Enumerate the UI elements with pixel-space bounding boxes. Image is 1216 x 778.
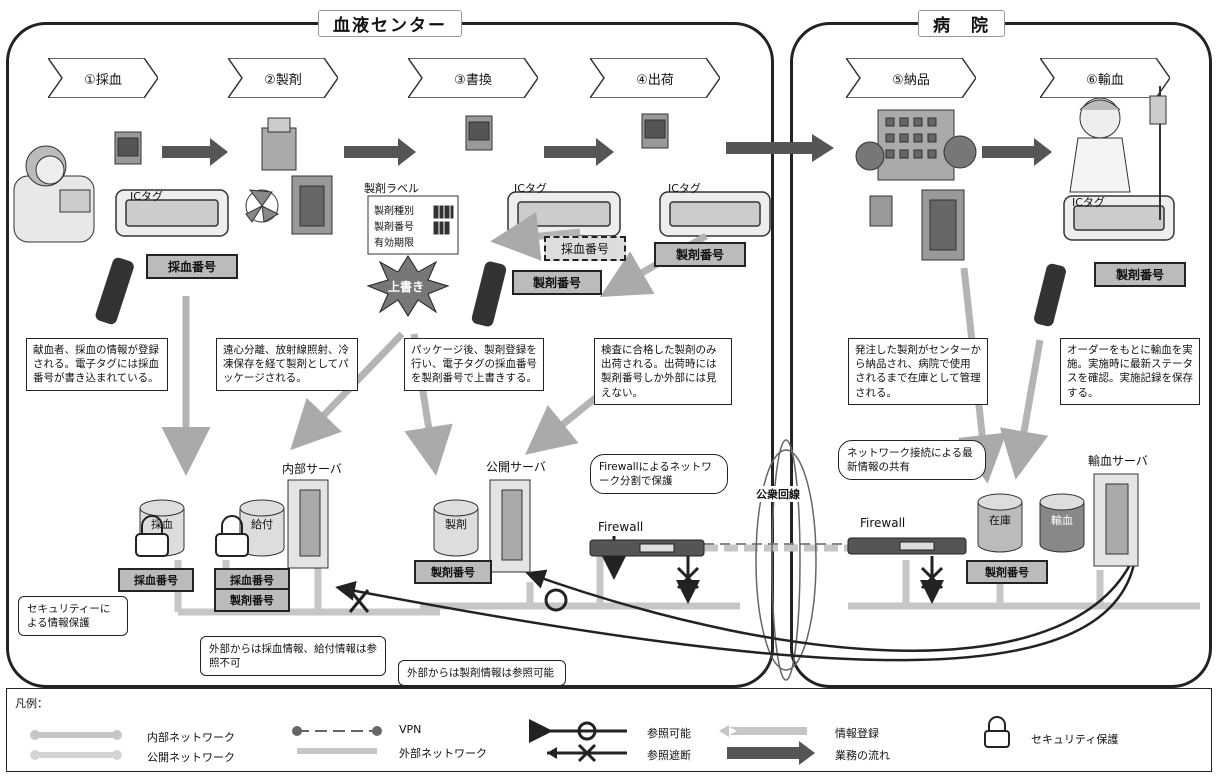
legend: 凡例： 内部ネットワーク 公開ネットワーク VPN 外部ネットワーク 参照可能 …: [6, 688, 1212, 772]
database-cylinders: [139, 493, 1085, 557]
handheld-readers: [95, 257, 1066, 327]
hospital-title: 病 院: [918, 10, 1005, 37]
note-delivery: 発注した製剤がセンターから納品され、病院で使用されるまで在庫として管理される。: [848, 338, 988, 405]
note-transfusion: オーダーをもとに輸血を実施。実施時に最新ステータスを確認。実施記録を保存する。: [1060, 338, 1200, 405]
db-collection-label: 採血: [151, 518, 173, 531]
legend-workflow: 業務の流れ: [835, 749, 890, 762]
ref-ok-circle: [544, 588, 568, 612]
db-stock-label: 在庫: [989, 514, 1011, 527]
db-product-label: 製剤: [445, 518, 467, 531]
product-label-row-1: 製剤種別: [374, 206, 414, 217]
firewall-right-label: Firewall: [860, 516, 906, 530]
transfusion-server-label: 輸血サーバ: [1088, 454, 1148, 468]
public-network-lines: [420, 550, 1200, 610]
legend-symbols: [30, 716, 1010, 765]
step-production: ②製剤: [228, 58, 338, 98]
product-number-tag-4: 製剤番号: [654, 242, 746, 267]
legend-security: セキュリティ保護: [1031, 733, 1119, 746]
firewall-left-label: Firewall: [598, 520, 644, 534]
db-collection-tag: 採血番号: [118, 568, 194, 592]
centrifuge-illustration: [245, 117, 333, 235]
legend-vpn: VPN: [399, 723, 422, 736]
reference-curve-block: [335, 551, 1138, 662]
legend-info-reg: 情報登録: [835, 727, 879, 740]
tag-cards: [115, 189, 1175, 241]
db-supply-label: 給付: [251, 518, 273, 531]
note-production: 遠心分離、放射線照射、冷凍保存を経て製剤としてパッケージされる。: [216, 338, 358, 391]
product-label-row-2: 製剤番号: [374, 222, 414, 233]
firewall-note-bubble: Firewallによるネットワーク分割で保護: [590, 454, 728, 495]
product-label-row-3: 有効期限: [374, 238, 414, 249]
legend-ref-block: 参照遮断: [647, 749, 691, 762]
step-shipment: ④出荷: [590, 58, 720, 98]
public-line-label: 公衆回線: [754, 486, 802, 502]
legend-external-net: 外部ネットワーク: [399, 747, 487, 760]
collection-number-dim-tag: 採血番号: [544, 236, 626, 261]
step-transfusion: ⑥輸血: [1040, 58, 1170, 98]
ic-tag-label-1: ICタグ: [130, 190, 163, 203]
step-rewrite: ③書換: [408, 58, 538, 98]
ic-tag-label-4: ICタグ: [668, 182, 701, 195]
db-hospital-product-tag: 製剤番号: [966, 560, 1048, 584]
padlock-icons: [135, 515, 249, 557]
security-note-bubble: セキュリティーによる情報保護: [18, 596, 128, 637]
product-label-title: 製剤ラベル: [364, 182, 419, 195]
legend-public-net: 公開ネットワーク: [147, 751, 235, 764]
overwrite-label: 上書き: [388, 280, 425, 294]
blood-center-title: 血液センター: [318, 10, 462, 37]
server-towers: [287, 473, 1139, 573]
network-note-bubble: ネットワーク接続による最新情報の共有: [838, 440, 986, 481]
firewall-devices: [589, 537, 967, 557]
collection-number-tag: 採血番号: [146, 254, 238, 279]
public-line-cloud: [755, 439, 817, 681]
product-number-tag-6: 製剤番号: [1094, 262, 1186, 287]
step-collection: ①採血: [48, 58, 158, 98]
legend-ref-ok: 参照可能: [647, 727, 691, 740]
db-public-product-tag: 製剤番号: [414, 560, 492, 584]
nurse-illustration: [1069, 86, 1167, 220]
legend-title: 凡例：: [15, 697, 48, 710]
product-label-card: [367, 195, 459, 255]
db-transfusion-label: 輸血: [1051, 514, 1073, 527]
ic-tag-label-3: ICタグ: [514, 182, 547, 195]
reference-curve-ok: [525, 551, 1138, 652]
block-x-mark: [348, 589, 370, 613]
product-number-tag-3: 製剤番号: [512, 270, 602, 295]
public-server-label: 公開サーバ: [486, 460, 546, 474]
note-shipment: 検査に合格した製剤のみ出荷される。出荷時には製剤番号しか外部には見えない。: [594, 338, 732, 405]
external-no-bubble: 外部からは採血情報、給付情報は参照不可: [200, 636, 386, 677]
external-ok-bubble: 外部からは製剤情報は参照可能: [398, 660, 566, 687]
ic-tag-label-6: ICタグ: [1072, 196, 1105, 209]
hospital-building: [855, 109, 977, 261]
donor-illustration: [13, 145, 95, 243]
internal-server-label: 内部サーバ: [282, 462, 342, 476]
workflow-arrows: [162, 134, 1052, 166]
db-supply-product-tag: 製剤番号: [214, 588, 290, 612]
step-delivery: ⑤納品: [846, 58, 976, 98]
overwrite-starburst: [366, 255, 450, 317]
legend-internal-net: 内部ネットワーク: [147, 731, 235, 744]
note-rewrite: パッケージ後、製剤登録を行い、電子タグの採血番号を製剤番号で上書きする。: [404, 338, 544, 391]
note-collection: 献血者、採血の情報が登録される。電子タグには採血番号が書き込まれている。: [26, 338, 168, 391]
